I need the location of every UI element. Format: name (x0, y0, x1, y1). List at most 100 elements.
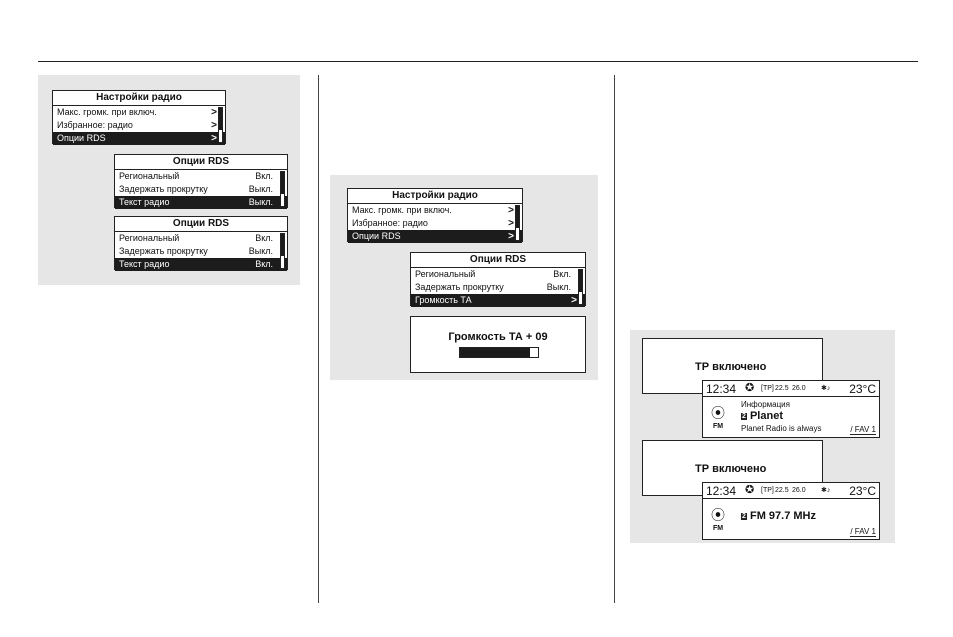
radio-display: 12:34 ✪ [TP] 22.5 26.0 ✱♪ 23°C ⦿ FM Инфо… (702, 380, 880, 438)
band-label: FM (713, 423, 724, 430)
menu-title: Опции RDS (115, 217, 287, 232)
column-divider-2 (614, 75, 615, 603)
menu-item-selected[interactable]: Текст радио Вкл. (115, 258, 287, 271)
menu-item[interactable]: Задержать прокрутку Выкл. (411, 281, 585, 294)
tp-tag: [TP] (761, 385, 774, 392)
preset-number: 2 (741, 412, 747, 420)
figure-tp-on: ТР включено 12:34 ✪ [TP] 22.5 26.0 ✱♪ 23… (630, 330, 895, 543)
status-bar: 12:34 ✪ [TP] 22.5 26.0 ✱♪ 23°C (703, 381, 879, 397)
menu-title: Опции RDS (411, 253, 585, 268)
scrollbar-thumb[interactable] (281, 172, 284, 194)
scrollbar[interactable] (280, 233, 285, 269)
bluetooth-audio-icon: ✱♪ (821, 385, 831, 392)
menu-item-selected[interactable]: Текст радио Выкл. (115, 196, 287, 209)
station-frequency: FM 97.7 MHz (749, 510, 816, 522)
radio-settings-menu: Настройки радио Макс. громк. при включ. >… (52, 90, 226, 145)
menu-item-value: Вкл. (255, 259, 273, 269)
chevron-right-icon: > (571, 295, 577, 306)
climate-temp-right: 26.0 (792, 385, 806, 392)
menu-item-label: Опции RDS (57, 133, 106, 143)
chevron-right-icon: > (211, 133, 217, 144)
menu-item-value: Вкл. (553, 269, 571, 279)
scrollbar[interactable] (218, 107, 223, 143)
figure-rds-text: Настройки радио Макс. громк. при включ. >… (38, 75, 300, 285)
scrollbar-thumb[interactable] (219, 108, 222, 130)
menu-item-label: Задержать прокрутку (119, 184, 208, 194)
settings-icon: ✪ (745, 484, 755, 496)
scrollbar-thumb[interactable] (281, 234, 284, 256)
scrollbar-thumb[interactable] (516, 206, 519, 228)
radio-text: Planet Radio is always (741, 424, 822, 433)
bluetooth-audio-icon: ✱♪ (821, 487, 831, 494)
menu-item-selected[interactable]: Громкость ТА > (411, 294, 585, 307)
favorites-label: FAV 1 (854, 425, 876, 434)
menu-item-value: Выкл. (248, 197, 273, 207)
preset-number: 2 (741, 512, 747, 520)
menu-item[interactable]: Макс. громк. при включ. > (53, 106, 225, 119)
menu-item-label: Макс. громк. при включ. (57, 107, 157, 117)
climate-temp-left: 22.5 (775, 385, 789, 392)
top-rule (38, 61, 918, 62)
ta-volume-fill (460, 348, 531, 357)
menu-item[interactable]: Региональный Вкл. (115, 232, 287, 245)
outside-temperature: 23°C (849, 484, 876, 498)
menu-item-label: Текст радио (119, 197, 170, 207)
radio-settings-menu: Настройки радио Макс. громк. при включ.>… (347, 188, 523, 243)
chevron-right-icon: > (508, 231, 514, 242)
tp-notice-text: ТР включено (695, 463, 767, 475)
radio-antenna-icon: ⦿ (711, 405, 725, 421)
chevron-right-icon: > (508, 218, 514, 229)
menu-item-label: Опции RDS (352, 231, 401, 241)
menu-item-value: Выкл. (546, 282, 571, 292)
menu-item[interactable]: Региональный Вкл. (411, 268, 585, 281)
station-name: Planet (749, 410, 783, 422)
favorites-label: FAV 1 (854, 527, 876, 536)
station-line: 2 FM 97.7 MHz (741, 510, 816, 522)
menu-item-label: Избранное: радио (57, 120, 133, 130)
menu-item-value: Вкл. (255, 233, 273, 243)
scrollbar[interactable] (578, 269, 583, 305)
figure-ta-volume: Настройки радио Макс. громк. при включ.>… (330, 175, 598, 380)
menu-item[interactable]: Макс. громк. при включ.> (348, 204, 522, 217)
menu-item-selected[interactable]: Опции RDS > (348, 230, 522, 243)
program-category: Информация (741, 400, 790, 409)
menu-item-label: Текст радио (119, 259, 170, 269)
tp-notice-text: ТР включено (695, 361, 767, 373)
favorites-page: / FAV 1 (850, 527, 876, 537)
tp-tag: [TP] (761, 487, 774, 494)
menu-item-label: Задержать прокрутку (119, 246, 208, 256)
scrollbar[interactable] (515, 205, 520, 241)
scrollbar[interactable] (280, 171, 285, 207)
menu-title: Настройки радио (53, 91, 225, 106)
rds-options-menu: Опции RDS Региональный Вкл. Задержать про… (410, 252, 586, 307)
chevron-right-icon: > (211, 120, 217, 131)
chevron-right-icon: > (508, 205, 514, 216)
climate-temp-right: 26.0 (792, 487, 806, 494)
column-divider-1 (318, 75, 319, 603)
outside-temperature: 23°C (849, 382, 876, 396)
settings-icon: ✪ (745, 382, 755, 394)
radio-antenna-icon: ⦿ (711, 507, 725, 523)
menu-item-label: Избранное: радио (352, 218, 428, 228)
status-bar: 12:34 ✪ [TP] 22.5 26.0 ✱♪ 23°C (703, 483, 879, 499)
favorites-page: / FAV 1 (850, 425, 876, 435)
menu-item-selected[interactable]: Опции RDS > (53, 132, 225, 145)
ta-volume-bar[interactable] (459, 347, 539, 358)
menu-item-value: Вкл. (255, 171, 273, 181)
ta-volume-label: Громкость ТА + 09 (448, 331, 548, 343)
menu-item-label: Региональный (415, 269, 476, 279)
ta-volume-popup: Громкость ТА + 09 (410, 316, 586, 373)
menu-item[interactable]: Избранное: радио > (348, 217, 522, 230)
menu-item-label: Громкость ТА (415, 295, 472, 305)
menu-item-label: Региональный (119, 233, 180, 243)
menu-item-label: Задержать прокрутку (415, 282, 504, 292)
chevron-right-icon: > (211, 107, 217, 118)
menu-item[interactable]: Избранное: радио > (53, 119, 225, 132)
clock: 12:34 (706, 484, 737, 498)
scrollbar-thumb[interactable] (579, 270, 582, 292)
